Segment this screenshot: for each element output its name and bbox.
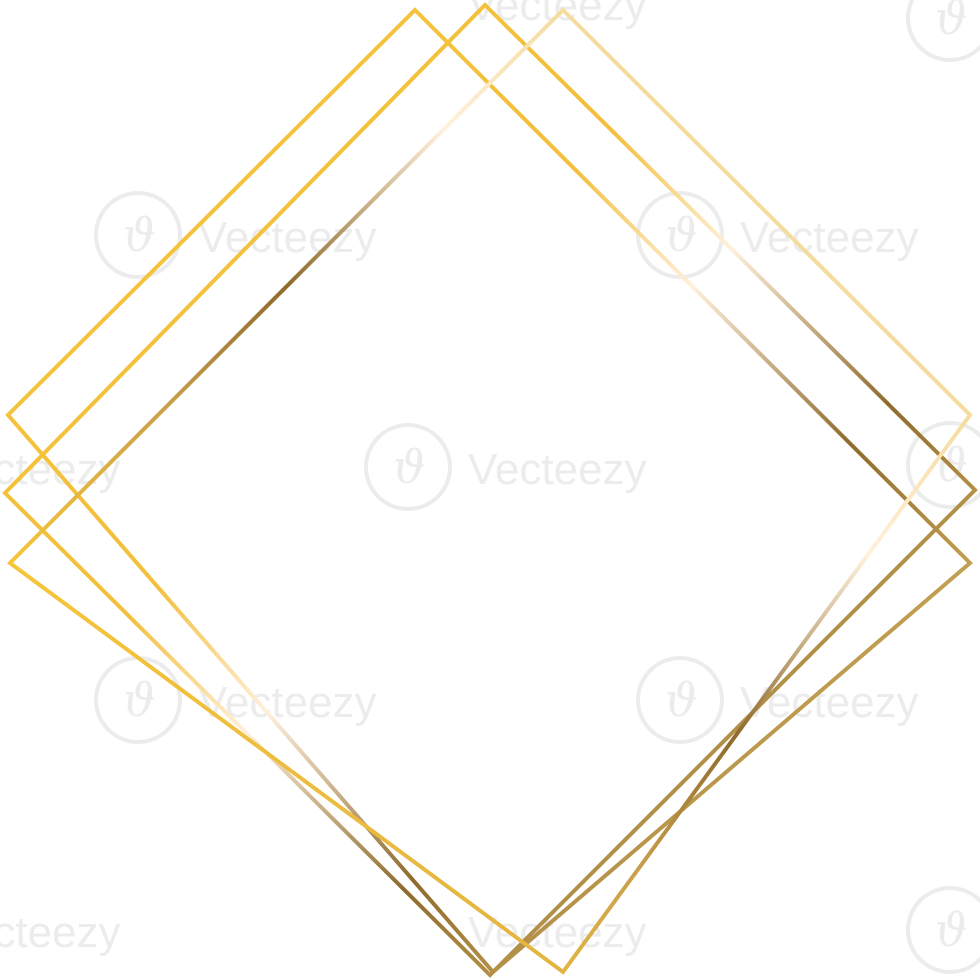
watermark-text: Vecteezy <box>198 213 377 262</box>
watermark-logo-glyph: ϑ <box>393 440 426 494</box>
watermark-text: Vecteezy <box>0 908 121 957</box>
watermark-logo-icon: ϑ <box>906 0 980 62</box>
watermark-text: Vecteezy <box>740 213 919 262</box>
watermark-logo-glyph: ϑ <box>123 673 156 727</box>
watermark-logo-icon: ϑ <box>906 421 980 509</box>
watermark-logo-icon: ϑ <box>364 423 452 511</box>
watermark-logo-icon: ϑ <box>636 656 724 744</box>
watermark-logo-glyph: ϑ <box>935 0 968 45</box>
watermark-logo-icon: ϑ <box>94 191 182 279</box>
diamond-frame-rotated-right <box>6 7 973 975</box>
watermark-logo-glyph: ϑ <box>665 673 698 727</box>
watermark-logo-glyph: ϑ <box>935 903 968 957</box>
watermark-logo-glyph: ϑ <box>665 208 698 262</box>
watermark-text: Vecteezy <box>0 445 121 494</box>
watermark-logo-glyph: ϑ <box>123 208 156 262</box>
watermark-text: Vecteezy <box>468 445 647 494</box>
watermark-text: Vecteezy <box>198 678 377 727</box>
watermark-logo-icon: ϑ <box>906 886 980 974</box>
watermark-logo-icon: ϑ <box>636 191 724 279</box>
watermark-logo-icon: ϑ <box>94 656 182 744</box>
